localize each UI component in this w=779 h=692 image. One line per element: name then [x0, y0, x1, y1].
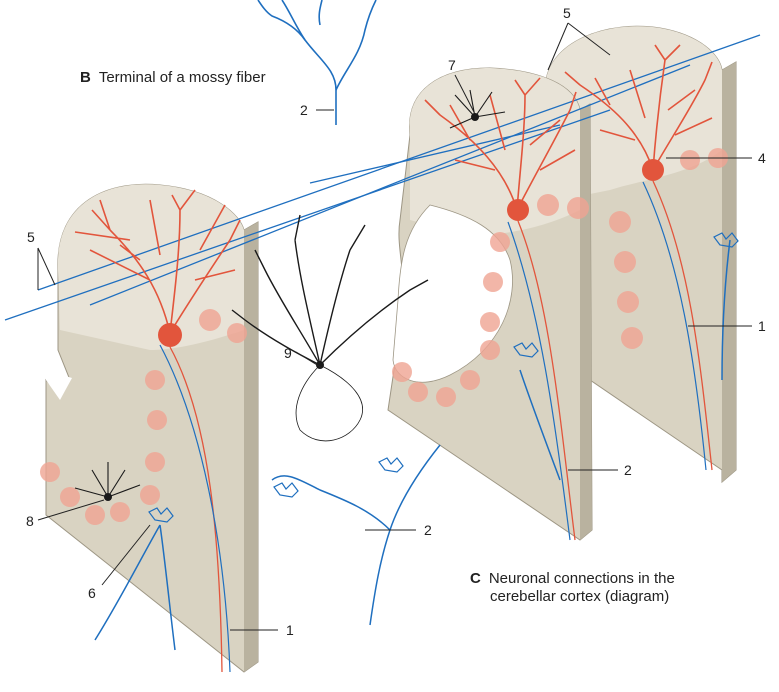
label-mossy-fiber-right: 2 — [624, 462, 632, 478]
granule-cell-soma — [104, 493, 112, 501]
label-climbing-fiber-right: 1 — [758, 318, 766, 334]
caption-b-text: Terminal of a mossy fiber — [99, 69, 266, 86]
caption-c: C Neuronal connections in the cerebellar … — [470, 570, 675, 606]
caption-b: B Terminal of a mossy fiber — [80, 69, 266, 87]
label-parallel-fibers-top: 5 — [563, 5, 571, 21]
label-golgi-cell: 7 — [448, 57, 456, 73]
label-mossy-fiber-mid: 2 — [424, 522, 432, 538]
caption-c-line1: Neuronal connections in the — [489, 570, 675, 587]
label-purkinje-cell: 4 — [758, 150, 766, 166]
label-climbing-fiber-left: 1 — [286, 622, 294, 638]
label-mossy-terminal: 2 — [300, 102, 308, 118]
caption-c-line2: cerebellar cortex (diagram) — [470, 588, 675, 606]
label-basket-cell: 9 — [284, 345, 292, 361]
golgi-cell-soma — [471, 113, 479, 121]
label-glomerulus: 6 — [88, 585, 96, 601]
mossy-fiber-terminal — [258, 0, 376, 125]
caption-b-letter: B — [80, 69, 91, 86]
label-granule-cell: 8 — [26, 513, 34, 529]
folium-middle — [388, 68, 592, 540]
label-parallel-fibers-left: 5 — [27, 229, 35, 245]
caption-c-letter: C — [470, 570, 481, 587]
